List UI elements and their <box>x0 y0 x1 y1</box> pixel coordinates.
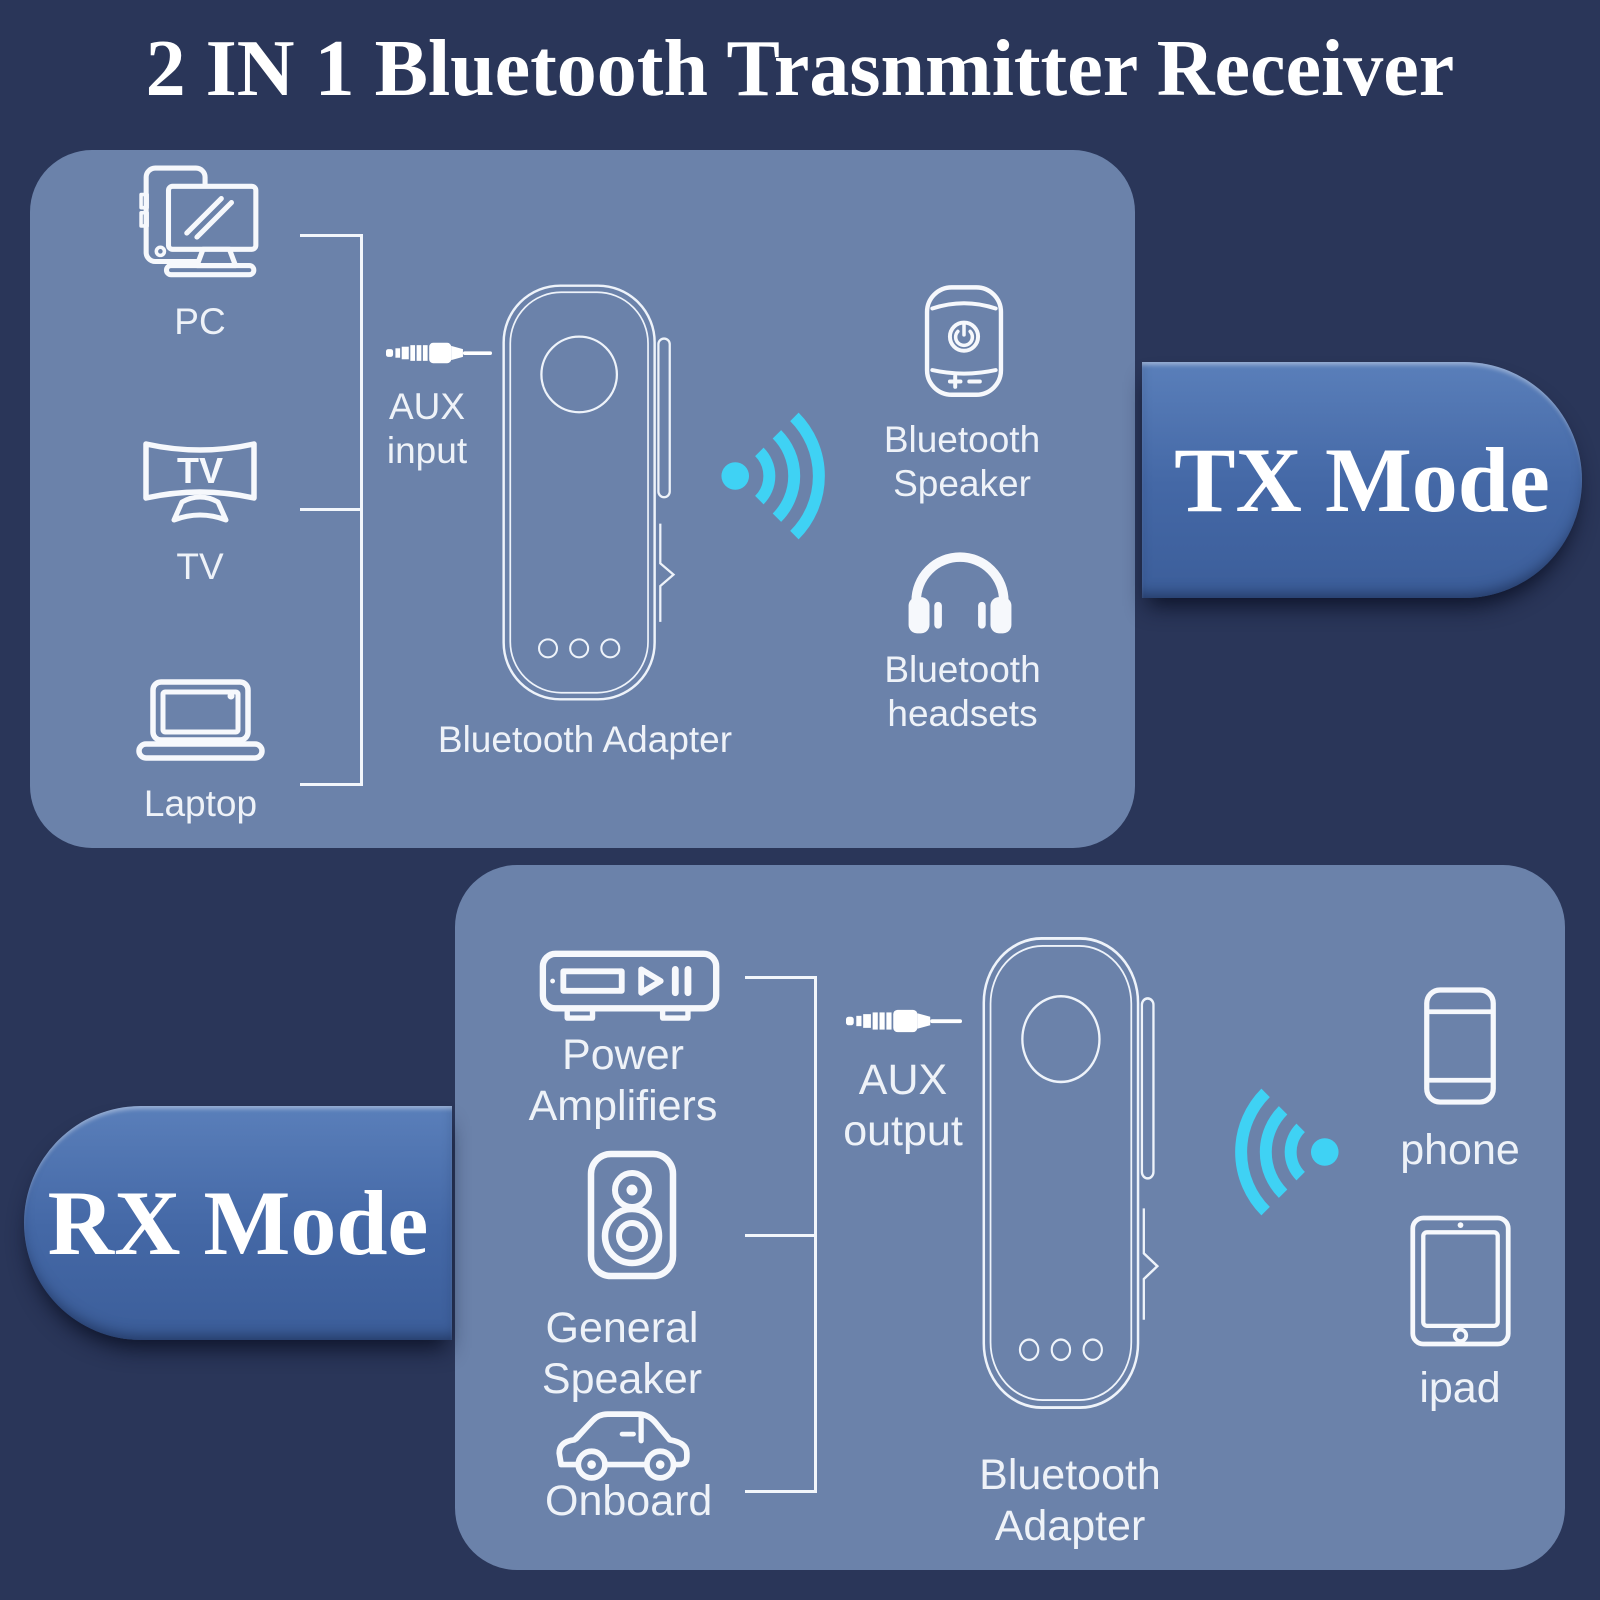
tx-source-pc-label: PC <box>174 301 226 342</box>
rx-mode-pill: RX Mode <box>24 1106 452 1340</box>
bracket-line-vertical-tx <box>360 234 363 786</box>
bracket-line-pc <box>300 234 363 237</box>
wifi-signal-icon-tx <box>721 412 825 540</box>
bracket-line-amplifier <box>745 976 817 979</box>
laptop-icon <box>136 679 265 761</box>
svg-text:TV: TV <box>177 450 223 491</box>
aux-plug-icon-rx <box>846 1009 962 1033</box>
bracket-line-laptop <box>300 783 363 786</box>
bracket-line-tv <box>300 508 363 511</box>
aux-output-label: AUX output <box>843 1056 963 1155</box>
bracket-line-onboard <box>745 1490 817 1493</box>
bracket-line-vertical-rx <box>814 976 817 1493</box>
rx-adapter-label: Bluetooth Adapter <box>979 1451 1161 1550</box>
tx-source-tv-label: TV <box>176 546 224 587</box>
rx-mode-label: RX Mode <box>47 1172 429 1274</box>
tx-mode-label: TX Mode <box>1174 429 1550 531</box>
rx-source-speaker-label: General Speaker <box>541 1304 703 1403</box>
aux-input-label: AUX input <box>386 386 468 471</box>
power-amplifier-icon <box>539 950 720 1021</box>
tx-mode-pill: TX Mode <box>1142 362 1582 598</box>
rx-target-ipad-label: ipad <box>1419 1364 1501 1412</box>
bluetooth-adapter-icon-rx <box>982 937 1160 1409</box>
bluetooth-speaker-icon <box>924 285 1004 397</box>
tx-target-headsets-label: Bluetooth headsets <box>884 649 1041 734</box>
car-icon <box>556 1411 690 1481</box>
page-title: 2 IN 1 Bluetooth Trasnmitter Receiver <box>145 25 1455 113</box>
headphones-icon <box>908 552 1012 634</box>
tx-target-speaker-label: Bluetooth Speaker <box>883 419 1041 504</box>
rx-source-amplifier-label: Power Amplifiers <box>528 1031 718 1130</box>
bluetooth-adapter-icon <box>502 284 676 701</box>
wifi-signal-icon-rx <box>1235 1088 1339 1216</box>
ipad-icon <box>1410 1215 1511 1347</box>
general-speaker-icon <box>587 1150 677 1280</box>
bracket-line-speaker <box>745 1234 817 1237</box>
tx-adapter-label: Bluetooth Adapter <box>437 719 733 760</box>
pc-icon <box>139 165 259 278</box>
rx-target-phone-label: phone <box>1400 1126 1520 1174</box>
tx-source-laptop-label: Laptop <box>143 783 258 824</box>
tv-icon: TV <box>143 441 257 523</box>
aux-plug-icon <box>386 342 492 364</box>
rx-source-onboard-label: Onboard <box>545 1477 713 1525</box>
phone-icon <box>1424 987 1496 1105</box>
